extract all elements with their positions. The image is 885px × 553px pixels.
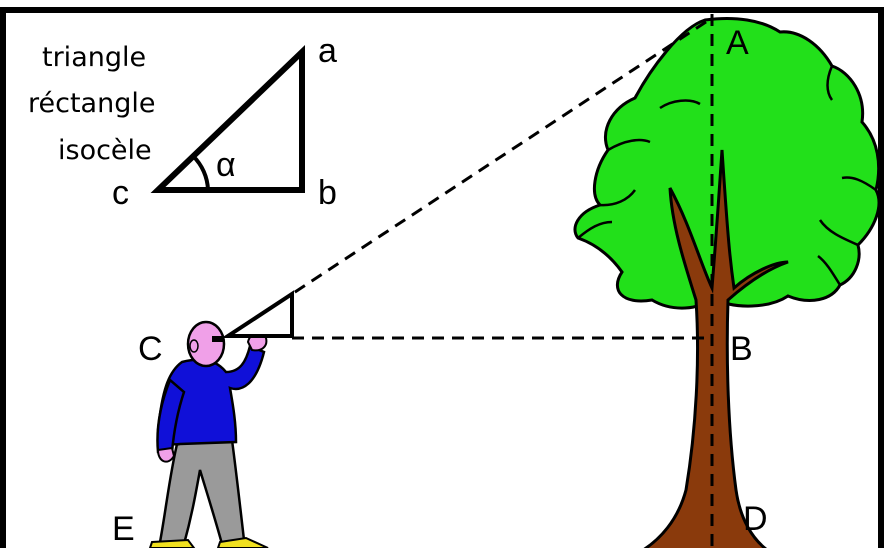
point-B-label: B — [730, 330, 753, 368]
diagram-frame — [0, 7, 884, 553]
point-E-label: E — [112, 510, 135, 548]
point-C-label: C — [138, 330, 163, 368]
caption-line-3: isocèle — [58, 135, 152, 166]
trunk-shape — [635, 149, 789, 553]
left-shoe — [148, 538, 196, 549]
trousers — [158, 438, 246, 546]
caption-line-1: triangle — [42, 42, 146, 73]
reference-triangle: α a b c — [112, 32, 337, 212]
measuring-triangle — [221, 290, 294, 338]
angle-label: α — [216, 146, 236, 184]
person-figure — [148, 320, 269, 549]
caption-line-2: réctangle — [28, 88, 155, 119]
scene-labels: A B C D E — [112, 24, 768, 548]
angle-arc — [191, 154, 210, 191]
caption: triangle réctangle isocèle — [28, 42, 155, 166]
tree-trunk — [635, 149, 789, 553]
glasses — [212, 336, 224, 342]
foliage-shape — [573, 17, 881, 310]
sight-line-CA — [227, 16, 713, 338]
vertex-a-label: a — [318, 32, 337, 70]
vertex-c-label: c — [112, 174, 129, 212]
head — [186, 320, 226, 368]
tree-foliage — [573, 17, 881, 310]
left-hand — [156, 446, 176, 463]
reference-triangle-shape — [150, 44, 305, 193]
point-D-label: D — [743, 500, 768, 538]
point-A-label: A — [726, 24, 749, 62]
ear — [189, 339, 199, 353]
construction-lines — [227, 14, 714, 548]
vertex-b-label: b — [318, 174, 337, 212]
